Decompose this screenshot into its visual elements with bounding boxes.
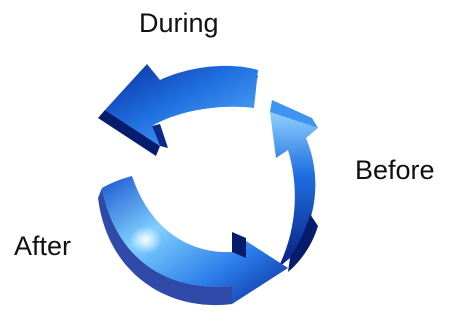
cycle-arrow-top [98,64,258,156]
cycle-arrow-right [270,100,318,272]
cycle-arrow-bottom [98,176,288,305]
